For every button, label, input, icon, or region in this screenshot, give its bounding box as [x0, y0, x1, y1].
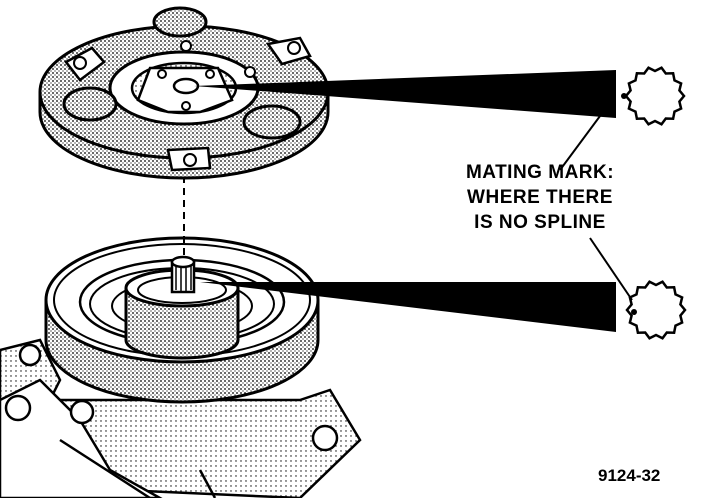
bolt-head	[18, 343, 42, 367]
compressor-body	[0, 338, 362, 498]
bolt-head	[69, 399, 95, 425]
callout-line-2: WHERE THERE	[467, 187, 613, 208]
callout-line-1: MATING MARK:	[465, 162, 615, 183]
callout-leader-lower	[589, 237, 633, 301]
lower-leader-wedge	[200, 282, 616, 332]
clutch-plate	[38, 6, 330, 180]
upper-detail-circle	[621, 66, 686, 126]
lower-detail-circle	[625, 280, 687, 340]
figure-number: 9124-32	[598, 466, 661, 485]
bolt-head	[311, 424, 339, 452]
hub-and-shaft	[124, 255, 240, 360]
bolt-head	[4, 394, 32, 422]
callout-line-3: IS NO SPLINE	[474, 212, 606, 233]
mating-mark-callout: MATING MARK: WHERE THERE IS NO SPLINE	[440, 160, 640, 235]
callout-leader-upper	[559, 111, 604, 171]
upper-leader-wedge	[194, 70, 616, 118]
